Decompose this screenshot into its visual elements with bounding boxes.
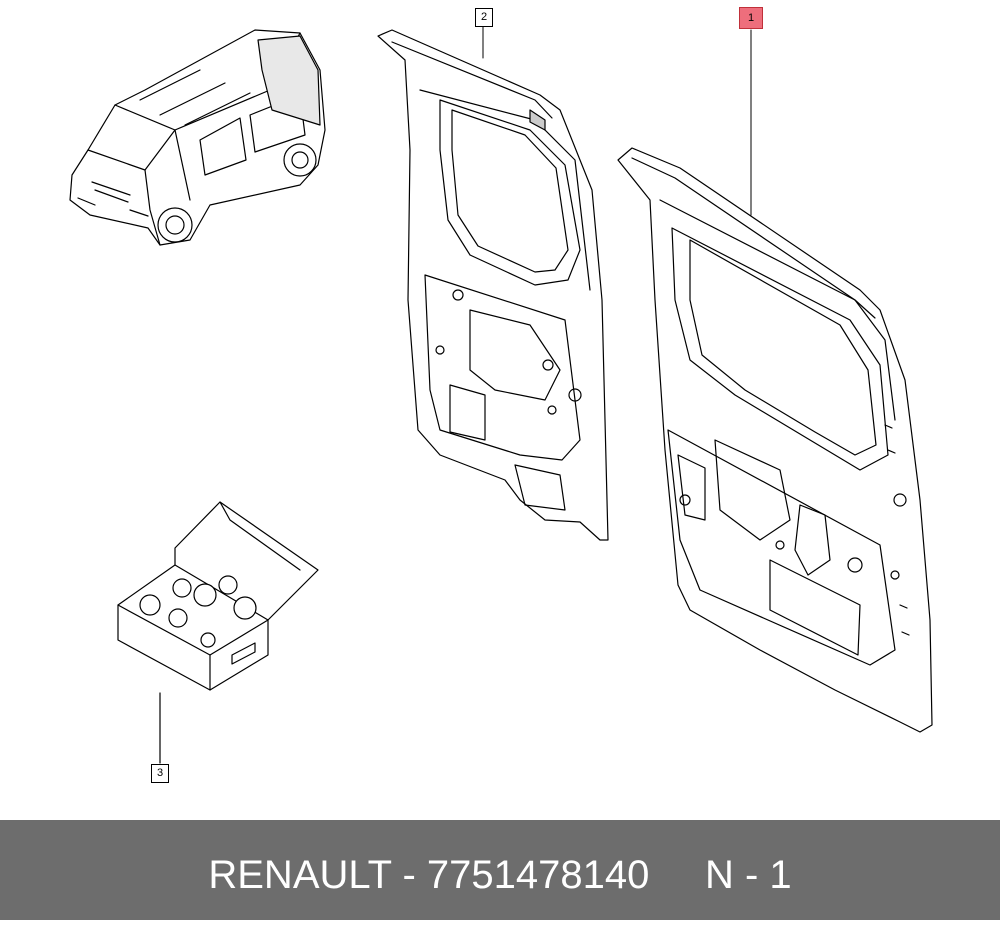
rear-door-left — [377, 29, 609, 541]
leader-lines — [482, 25, 752, 216]
fastener-kit-box — [117, 501, 319, 764]
callout-part-1: 1 — [739, 7, 763, 29]
rear-door-right — [617, 147, 933, 733]
footer-bar: RENAULT - 7751478140 N - 1 — [0, 820, 1000, 920]
parts-diagram — [69, 25, 933, 764]
footer-part-label: RENAULT - 7751478140 N - 1 — [208, 853, 792, 897]
callout-part-3: 3 — [151, 764, 169, 783]
callout-part-2: 2 — [475, 8, 493, 27]
van-illustration — [69, 29, 326, 246]
